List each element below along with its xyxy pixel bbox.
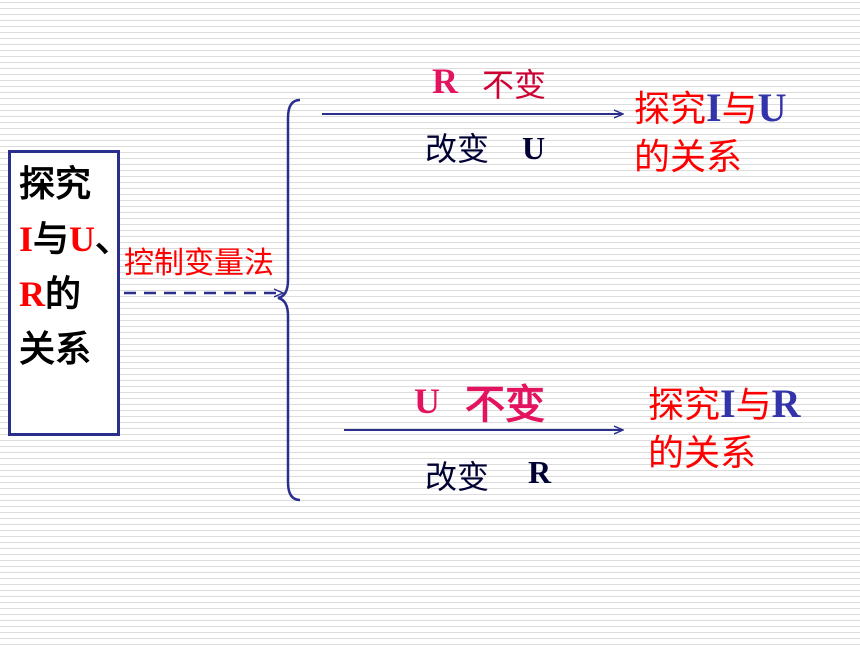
topic-separator: 、 [95,219,132,260]
bottom-change-word: 改变 [425,458,490,496]
method-label: 控制变量法 [124,246,274,281]
bottom-result-var-i: I [720,381,736,426]
top-fixed-word: 不变 [482,66,547,104]
top-result-var-u: U [757,85,787,130]
topic-conj: 与 [33,219,70,260]
bottom-result-suffix: 的关系 [648,433,757,474]
topic-var-u: U [69,219,96,259]
bottom-result-var-r: R [771,381,801,426]
topic-line-3: R的 [19,267,117,322]
top-result-prefix: 探究 [634,89,707,130]
bottom-result-prefix: 探究 [648,385,721,426]
topic-var-i: I [19,219,34,259]
top-change-variable: U [522,130,546,166]
topic-line-1: 探究 [19,157,117,212]
top-result-conj: 与 [721,89,758,130]
top-fixed-variable: R [432,61,458,101]
curly-brace [277,98,301,502]
bottom-result: 探究I与R 的关系 [648,380,801,478]
topic-line-4: 关系 [19,322,117,377]
top-result: 探究I与U 的关系 [634,84,787,182]
topic-text-of: 的 [45,274,82,315]
bottom-fixed-variable: U [414,381,440,421]
top-result-var-i: I [706,85,722,130]
topic-line-2: I与U、 [19,212,131,267]
topic-text-relation: 关系 [19,329,92,370]
top-result-suffix: 的关系 [634,137,743,178]
bottom-change-variable: R [528,454,552,490]
bottom-fixed-word: 不变 [465,382,545,428]
topic-box: 探究 I与U、 R的 关系 [8,150,131,436]
top-change-word: 改变 [425,130,490,168]
topic-var-r: R [19,274,45,314]
topic-text-explore: 探究 [19,164,92,205]
bottom-result-conj: 与 [735,385,772,426]
